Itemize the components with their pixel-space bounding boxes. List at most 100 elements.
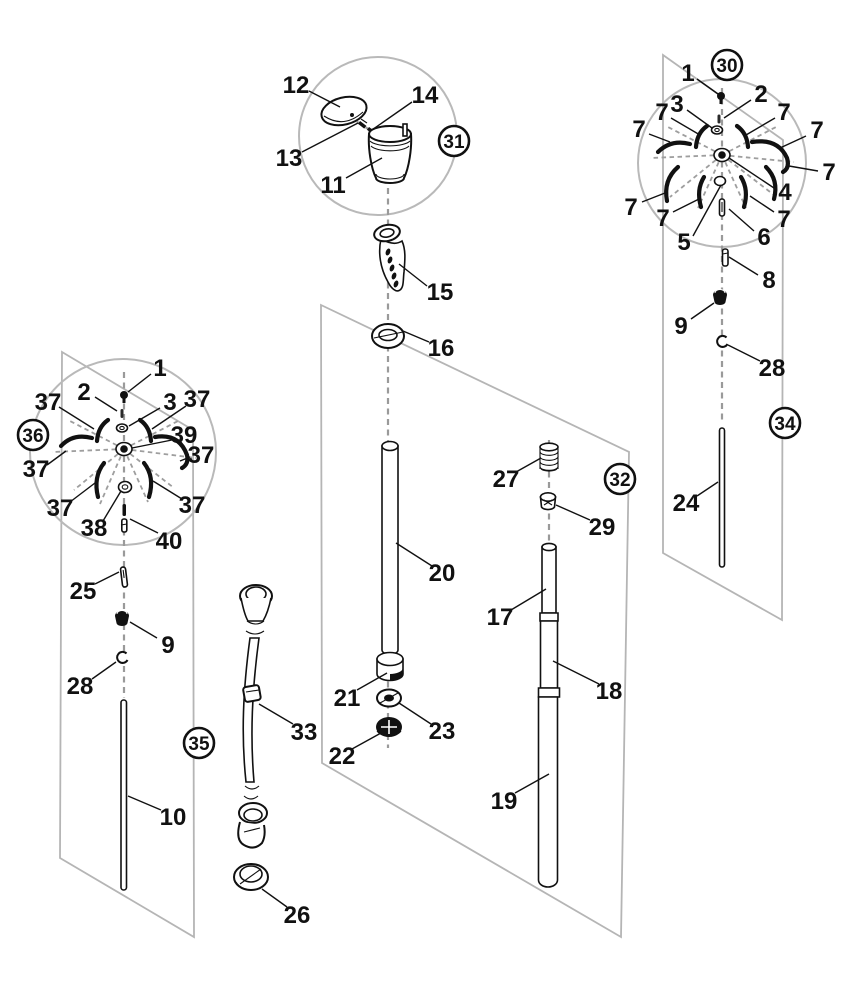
panel-34 [662, 53, 784, 622]
label-29: 29 [589, 514, 616, 541]
label-37b: 37 [184, 386, 211, 413]
part-19-pole-bottom-section [537, 696, 559, 888]
label-27: 27 [493, 466, 520, 493]
ribs-left [58, 417, 190, 500]
assembly-balloon-36: 36 [16, 418, 50, 452]
label-7h: 7 [777, 206, 790, 233]
part-10-rod [120, 699, 128, 891]
label-15: 15 [427, 279, 454, 306]
label-37f: 37 [179, 492, 206, 519]
part-22-cap-nut [376, 717, 402, 737]
label-20: 20 [429, 560, 456, 587]
label-2-right: 2 [754, 81, 767, 108]
part-29-nut [539, 491, 557, 511]
panel-32 [320, 303, 630, 939]
assembly-balloon-31: 31 [437, 124, 471, 158]
part-28-right-split-ring [716, 334, 729, 348]
label-18: 18 [596, 678, 623, 705]
part-23-washer [376, 688, 402, 708]
part-8-pin [721, 248, 729, 267]
hub-radials-right [649, 126, 795, 209]
part-20-tube [381, 440, 399, 656]
balloon-34-text: 34 [774, 414, 796, 435]
assembly-balloon-35: 35 [182, 726, 216, 760]
balloon-32-text: 32 [609, 470, 630, 491]
label-12: 12 [283, 72, 310, 99]
label-7a: 7 [655, 99, 668, 126]
label-1-right: 1 [681, 60, 694, 87]
label-9-left: 9 [161, 632, 174, 659]
label-14: 14 [412, 82, 439, 109]
label-37a: 37 [35, 389, 62, 416]
part-28-left-split-ring [116, 650, 129, 664]
label-39: 39 [171, 422, 198, 449]
label-6: 6 [757, 224, 770, 251]
label-7c: 7 [632, 116, 645, 143]
balloon-36-text: 36 [22, 426, 43, 447]
label-17: 17 [487, 604, 514, 631]
label-28-right: 28 [759, 355, 786, 382]
part-11-knob [367, 123, 413, 184]
label-5: 5 [677, 229, 690, 256]
part-labels: 12 14 13 11 15 16 20 21 23 22 33 26 27 2… [23, 60, 836, 929]
part-40-pin [120, 504, 128, 533]
part-27-spring [539, 442, 559, 472]
part-5-right-ring [713, 175, 727, 187]
label-37e: 37 [47, 495, 74, 522]
panel-group [59, 53, 784, 939]
label-1-left: 1 [153, 355, 166, 382]
label-7g: 7 [656, 205, 669, 232]
part-9-right-knob [713, 289, 727, 305]
part-24-rod [718, 427, 726, 568]
label-37c: 37 [23, 456, 50, 483]
label-7f: 7 [624, 194, 637, 221]
hub-right [713, 147, 731, 163]
hub-radials-left [51, 420, 197, 505]
label-11: 11 [320, 172, 345, 199]
label-21: 21 [334, 685, 361, 712]
label-38: 38 [81, 515, 108, 542]
part-1-left-screw [120, 391, 128, 403]
label-7d: 7 [810, 117, 823, 144]
label-22: 22 [329, 743, 356, 770]
part-15-strap [373, 223, 406, 292]
part-3-right-ring [710, 125, 724, 135]
part-33-support-link [237, 584, 273, 849]
label-4: 4 [778, 179, 792, 206]
label-13: 13 [276, 145, 303, 172]
assembly-balloons: 30 31 32 34 35 36 [16, 48, 802, 760]
part-17-pole-top-section [539, 542, 559, 622]
label-8: 8 [762, 267, 775, 294]
label-3-left: 3 [163, 389, 176, 416]
hub-left [115, 441, 133, 457]
label-7e: 7 [822, 159, 835, 186]
part-26-clamp [233, 863, 269, 891]
part-9-left-knob [115, 610, 129, 626]
assembly-balloon-34: 34 [768, 406, 802, 440]
label-33: 33 [291, 719, 318, 746]
part-25-pin [119, 566, 129, 588]
axis-lines [122, 88, 724, 748]
label-23: 23 [429, 718, 456, 745]
label-25: 25 [70, 578, 97, 605]
label-40: 40 [156, 528, 183, 555]
panel-35 [59, 350, 195, 939]
part-6-right-pin [718, 198, 726, 217]
part-3-left-ring [115, 423, 129, 433]
label-9-right: 9 [674, 313, 687, 340]
label-10: 10 [160, 804, 187, 831]
part-2-left-pin [120, 409, 124, 418]
part-2-right-pin [717, 114, 721, 124]
part-38-ring [117, 480, 133, 494]
detail-circle-group [29, 56, 807, 546]
part-16-collar-ring [371, 323, 405, 349]
label-37d: 37 [188, 442, 215, 469]
label-16: 16 [428, 335, 455, 362]
assembly-balloon-30: 30 [710, 48, 744, 82]
part-18-pole-mid-section [537, 620, 561, 698]
label-26: 26 [284, 902, 311, 929]
assembly-balloon-32: 32 [603, 462, 637, 496]
label-7b: 7 [777, 99, 790, 126]
